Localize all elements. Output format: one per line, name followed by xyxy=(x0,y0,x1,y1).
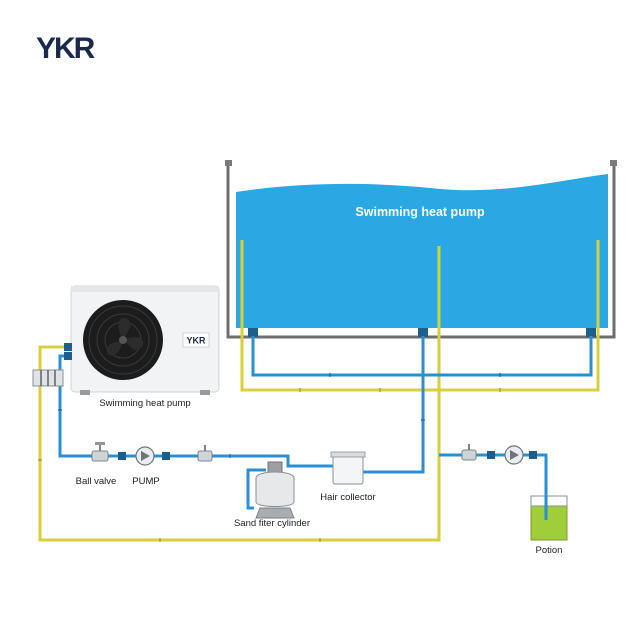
hair-collector-icon xyxy=(330,451,366,485)
water-pipe xyxy=(362,336,425,474)
heat-pump-unit: YKR Swimming heat pump xyxy=(64,285,220,409)
pool-inlet-fitting xyxy=(586,328,596,337)
return-pipe xyxy=(240,336,600,392)
pump-label: PUMP xyxy=(132,476,159,487)
brand-logo: YKR xyxy=(36,32,98,65)
dosing-valve-icon xyxy=(461,444,477,461)
water-pipe xyxy=(439,453,548,505)
return-pipe-markers xyxy=(38,388,501,542)
pump-icon xyxy=(135,446,155,466)
return-pipe-network xyxy=(38,336,600,542)
pool-water xyxy=(236,174,608,328)
water-pipe xyxy=(246,468,266,510)
brand-logo-text: YKR xyxy=(36,32,96,65)
pool: Swimming heat pump xyxy=(225,160,617,339)
potion-container-icon xyxy=(530,495,568,541)
pool-inlet-fitting xyxy=(418,328,428,337)
potion-label: Potion xyxy=(536,545,563,556)
fan-icon xyxy=(107,317,144,356)
unit-badge xyxy=(182,332,210,348)
unit-badge-text: YKR xyxy=(186,336,206,346)
hair-collector-label: Hair collector xyxy=(320,492,375,503)
return-pipe xyxy=(38,336,441,542)
pool-inlet-fitting xyxy=(248,328,258,337)
dosing-pump-icon xyxy=(504,445,524,465)
bypass-valve-icon xyxy=(32,369,64,387)
water-pipe xyxy=(58,354,333,468)
sand-filter-icon xyxy=(255,461,295,519)
ball-valve-icon xyxy=(91,442,109,462)
valve-icon xyxy=(197,445,213,462)
water-pipe-network xyxy=(58,336,593,510)
heat-pump-label: Swimming heat pump xyxy=(99,398,190,409)
sand-filter-label: Sand fiter cylinder xyxy=(234,518,310,529)
ball-valve-label: Ball valve xyxy=(76,476,117,487)
pool-title: Swimming heat pump xyxy=(355,205,485,219)
